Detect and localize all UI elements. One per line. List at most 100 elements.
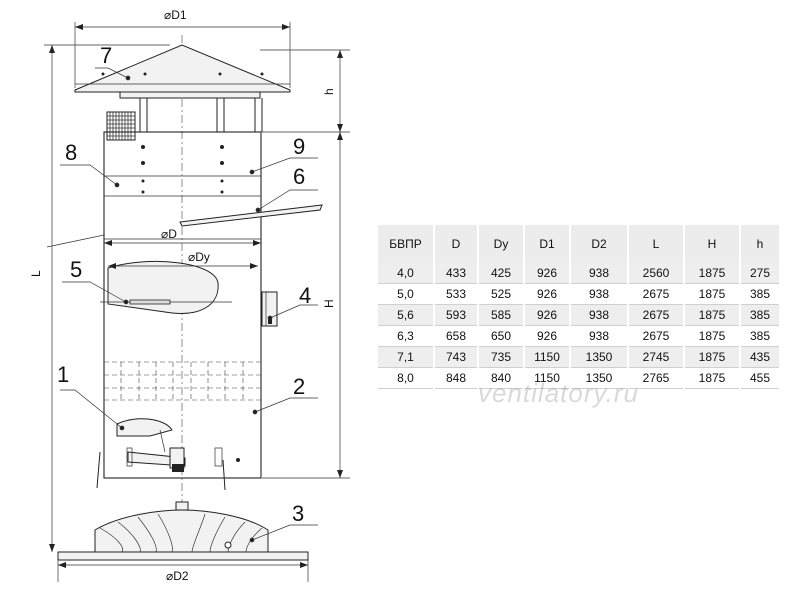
- dim-d: [104, 240, 261, 246]
- table-row: 8,0 848 840 1150 1350 2765 1875 455: [378, 367, 781, 389]
- table-cell: 1875: [684, 346, 741, 368]
- flap-valve: [107, 260, 219, 314]
- table-cell: 848: [434, 367, 479, 389]
- table-cell: 2675: [628, 304, 685, 326]
- col-header-d1: D1: [524, 225, 571, 263]
- table-cell: 425: [478, 263, 525, 284]
- callout-9: 9: [293, 134, 305, 159]
- base-plate: [57, 551, 309, 561]
- table-cell: 2560: [628, 263, 685, 284]
- table-cell: 433: [434, 263, 479, 284]
- col-header-l: L: [628, 225, 685, 263]
- motor-assembly: [96, 418, 240, 491]
- table-cell: 1350: [570, 346, 629, 368]
- dim-l-label: L: [29, 270, 43, 277]
- table-cell: 1875: [684, 263, 741, 284]
- table-cell: 2765: [628, 367, 685, 389]
- callout-1: 1: [57, 362, 69, 387]
- dim-d2-label: ⌀D2: [166, 569, 189, 583]
- callout-leaders: [60, 67, 318, 543]
- table-cell: 585: [478, 304, 525, 326]
- table-cell: 1875: [684, 325, 741, 347]
- dim-h-large: [262, 132, 350, 479]
- callout-5: 5: [70, 257, 82, 282]
- table-cell: 533: [434, 283, 479, 305]
- dim-h-large-label: H: [322, 299, 336, 308]
- table-cell: 650: [478, 325, 525, 347]
- dim-dy-label: ⌀Dy: [188, 250, 210, 264]
- table-cell: 455: [740, 367, 781, 389]
- table-cell: 525: [478, 283, 525, 305]
- table-cell: 926: [524, 325, 571, 347]
- table-cell: 4,0: [378, 263, 435, 284]
- callout-7: 7: [100, 43, 112, 68]
- table-cell: 735: [478, 346, 525, 368]
- table-cell: 2675: [628, 283, 685, 305]
- table-row: 5,0 533 525 926 938 2675 1875 385: [378, 283, 781, 305]
- dim-d-label: ⌀D: [161, 227, 177, 241]
- callout-4: 4: [299, 283, 311, 308]
- col-header-h-large: H: [684, 225, 741, 263]
- table-row: 7,1 743 735 1150 1350 2745 1875 435: [378, 346, 781, 368]
- roof-supports: [139, 98, 263, 132]
- dim-d1-label: ⌀D1: [164, 8, 187, 22]
- table-row: 6,3 658 650 926 938 2675 1875 385: [378, 325, 781, 347]
- table-cell: 5,0: [378, 283, 435, 305]
- callout-2: 2: [293, 374, 305, 399]
- table-header-row: БВПР D Dy D1 D2 L H h: [378, 225, 781, 263]
- dim-h-small: [260, 49, 350, 133]
- dim-h-small-label: h: [322, 88, 336, 95]
- col-header-model: БВПР: [378, 225, 435, 263]
- table-cell: 2675: [628, 325, 685, 347]
- table-cell: 938: [570, 325, 629, 347]
- watermark: ventilatory.ru: [478, 378, 639, 408]
- grid-mesh: [104, 361, 261, 401]
- dimensions-table: БВПР D Dy D1 D2 L H h 4,0 433 425 926 93…: [378, 225, 781, 389]
- roof-cap: [74, 44, 291, 99]
- dim-d2: [57, 560, 309, 582]
- table-cell: 1150: [524, 367, 571, 389]
- table-cell: 840: [478, 367, 525, 389]
- table-cell: 385: [740, 283, 781, 305]
- table-cell: 6,3: [378, 325, 435, 347]
- callout-3: 3: [292, 501, 304, 526]
- table-row: 5,6 593 585 926 938 2675 1875 385: [378, 304, 781, 326]
- table-cell: 926: [524, 304, 571, 326]
- table-cell: 385: [740, 304, 781, 326]
- table-cell: 938: [570, 283, 629, 305]
- fan-wheel: [94, 501, 269, 553]
- damper-plate: [179, 204, 323, 227]
- base-flange-line: [46, 234, 105, 248]
- col-header-d: D: [434, 225, 479, 263]
- col-header-h-small: h: [740, 225, 781, 263]
- dim-d1: [74, 22, 291, 88]
- table-cell: 1150: [524, 346, 571, 368]
- table-cell: 926: [524, 263, 571, 284]
- table-cell: 1875: [684, 367, 741, 389]
- table-cell: 275: [740, 263, 781, 284]
- table-cell: 743: [434, 346, 479, 368]
- table-cell: 385: [740, 325, 781, 347]
- callout-8: 8: [65, 140, 77, 165]
- grille: [106, 111, 136, 141]
- table-cell: 8,0: [378, 367, 435, 389]
- callout-6: 6: [293, 164, 305, 189]
- dim-dy: [108, 263, 258, 269]
- table-cell: 593: [434, 304, 479, 326]
- table-cell: 435: [740, 346, 781, 368]
- housing: [103, 131, 262, 479]
- table-cell: 938: [570, 263, 629, 284]
- table-cell: 938: [570, 304, 629, 326]
- table-cell: 5,6: [378, 304, 435, 326]
- table-cell: 926: [524, 283, 571, 305]
- table-cell: 1350: [570, 367, 629, 389]
- table-cell: 2745: [628, 346, 685, 368]
- col-header-dy: Dy: [478, 225, 525, 263]
- table-cell: 1875: [684, 304, 741, 326]
- table-cell: 1875: [684, 283, 741, 305]
- col-header-d2: D2: [570, 225, 629, 263]
- table-cell: 658: [434, 325, 479, 347]
- table-cell: 7,1: [378, 346, 435, 368]
- dim-l: [44, 44, 170, 552]
